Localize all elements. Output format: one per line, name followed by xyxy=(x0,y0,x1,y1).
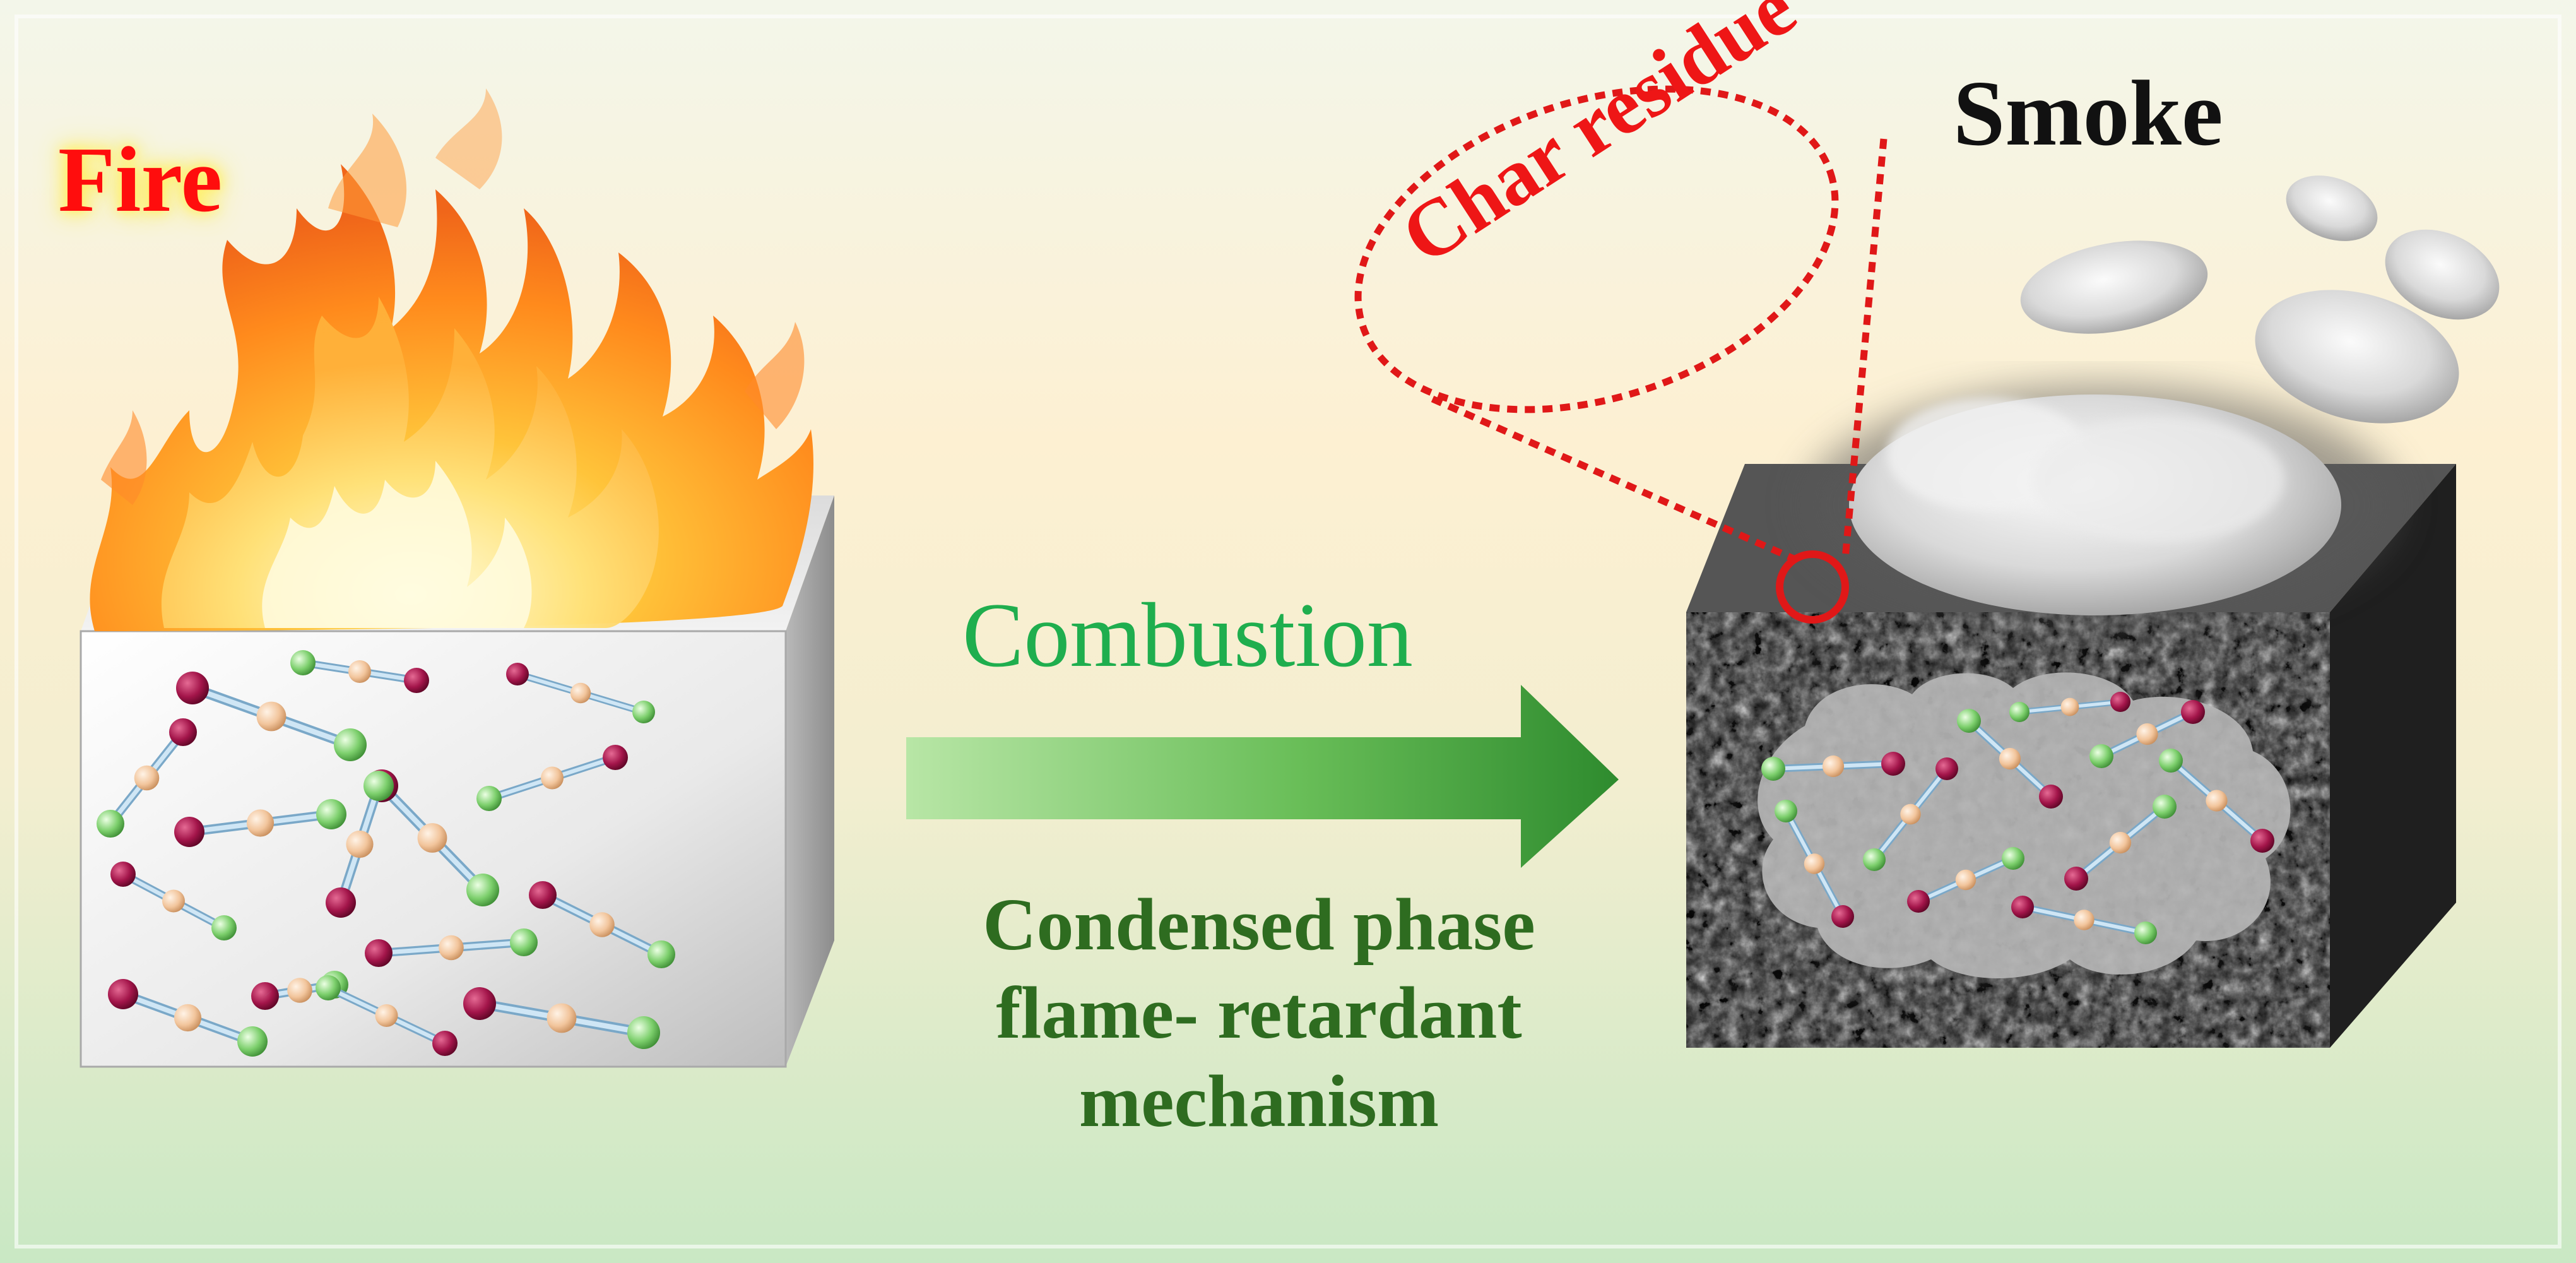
smoke-cloud-icon xyxy=(1805,175,2500,625)
zoom-circle-icon xyxy=(1354,85,1888,624)
combustion-label: Combustion xyxy=(962,584,1413,686)
molecule-icon xyxy=(110,862,237,940)
molecule-icon xyxy=(476,745,628,811)
molecule-icon xyxy=(2159,749,2274,853)
molecule-icon xyxy=(1863,757,1958,871)
molecule-icon xyxy=(463,987,660,1049)
polymer-molecules-right xyxy=(1761,692,2274,944)
polymer-molecules-left xyxy=(97,650,675,1057)
molecule-icon xyxy=(1907,847,2024,913)
fire-label: Fire xyxy=(58,128,223,232)
molecule-icon xyxy=(174,799,346,847)
molecule-icon xyxy=(108,979,268,1057)
mechanism-label: Condensed phase flame- retardant mechani… xyxy=(983,883,1535,1142)
molecule-icon xyxy=(176,672,367,761)
molecule-icon xyxy=(2011,896,2157,944)
molecule-icon xyxy=(2064,795,2177,891)
molecule-icon xyxy=(2089,700,2205,768)
molecule-icon xyxy=(506,663,655,723)
flame-icon xyxy=(90,88,813,631)
arrow-right-icon xyxy=(906,685,1619,868)
molecule-icon xyxy=(1957,709,2063,809)
molecule-icon xyxy=(326,771,394,918)
molecule-icon xyxy=(1775,800,1854,928)
molecule-icon xyxy=(2009,692,2130,722)
smoke-label: Smoke xyxy=(1953,62,2223,165)
molecule-icon xyxy=(264,990,272,997)
molecule-icon xyxy=(365,928,538,967)
molecule-icon xyxy=(529,881,675,968)
molecule-icon xyxy=(1761,752,1905,781)
molecule-icon xyxy=(316,975,458,1056)
molecule-icon xyxy=(290,650,429,693)
molecule-icon xyxy=(97,718,197,838)
